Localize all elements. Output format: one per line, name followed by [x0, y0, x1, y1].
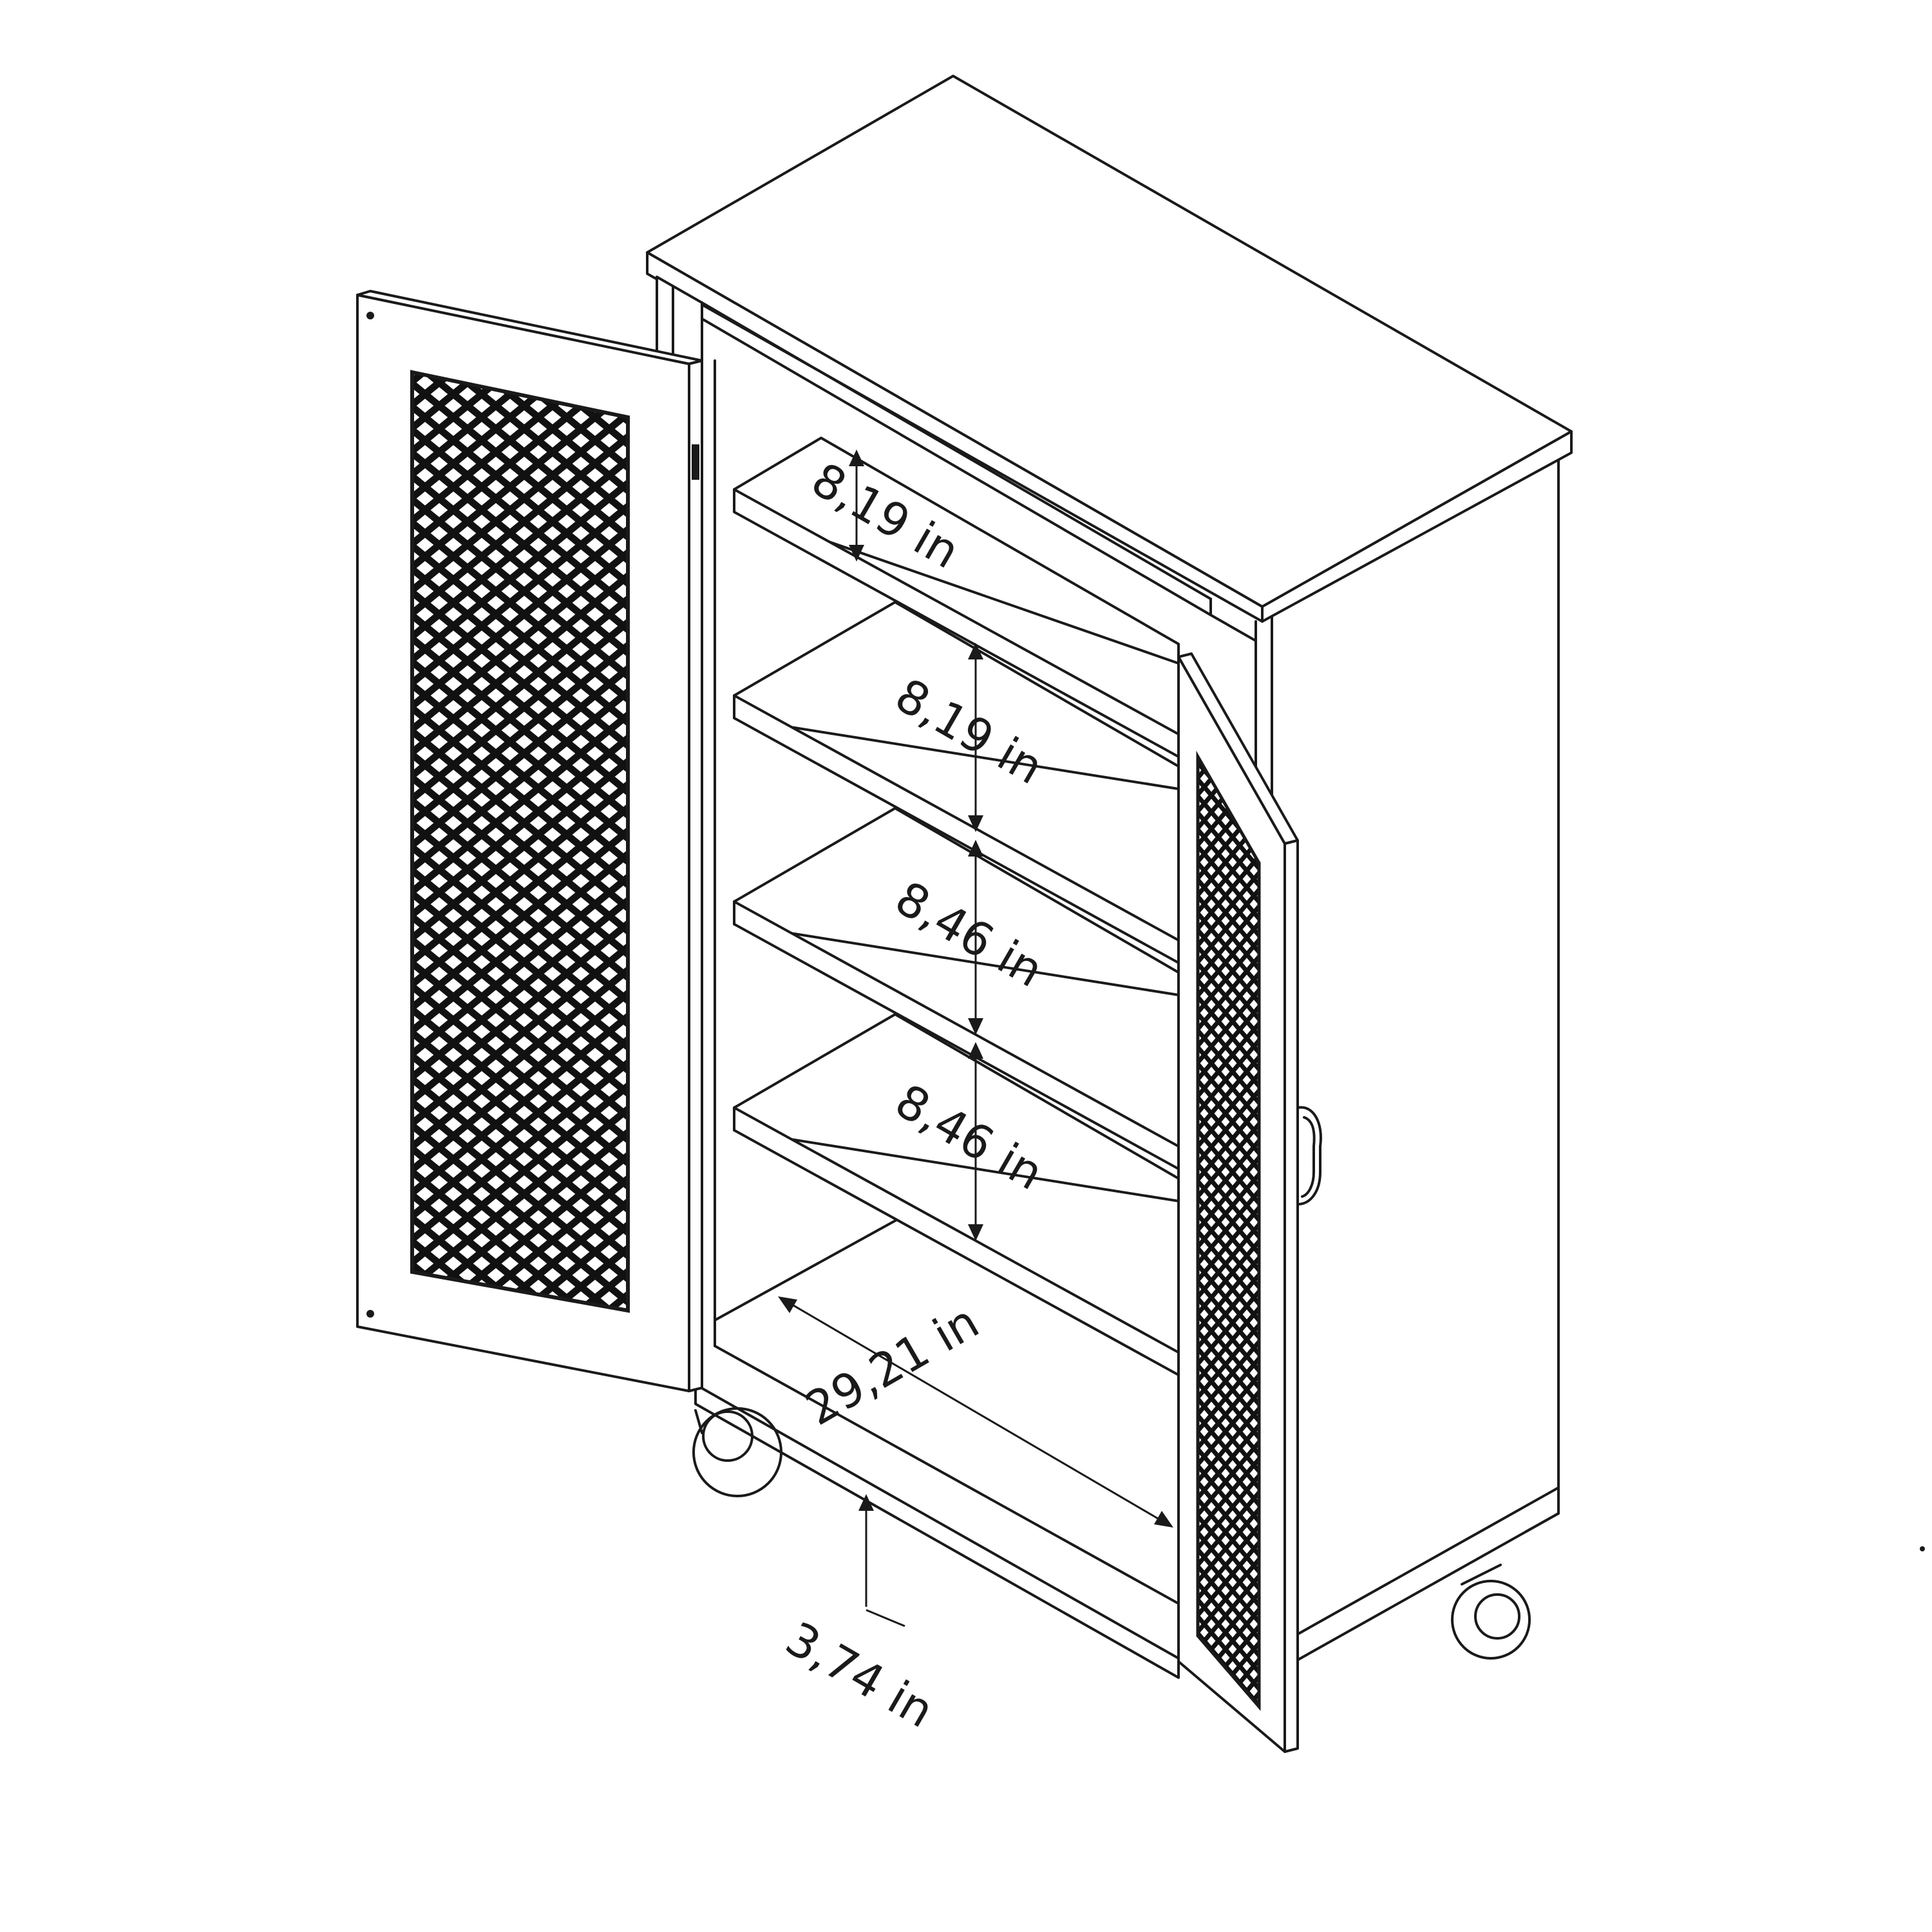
dim-label-floor-clearance: 3,74 in — [777, 1611, 943, 1738]
stray-dot — [1920, 1546, 1925, 1551]
caster-wheel-rear — [1451, 1564, 1531, 1660]
caster-wheel-front — [692, 1407, 782, 1497]
cabinet-bottom — [694, 1345, 1180, 1679]
right-door — [1177, 652, 1322, 1753]
left-door — [356, 290, 703, 1392]
cabinet-top — [646, 75, 1573, 623]
dimension-lines — [778, 450, 1173, 1627]
cabinet-interior — [714, 1216, 903, 1321]
dim-label-interior-width: 29,21 in — [797, 1294, 988, 1436]
cabinet-side-panel — [1255, 453, 1560, 1689]
